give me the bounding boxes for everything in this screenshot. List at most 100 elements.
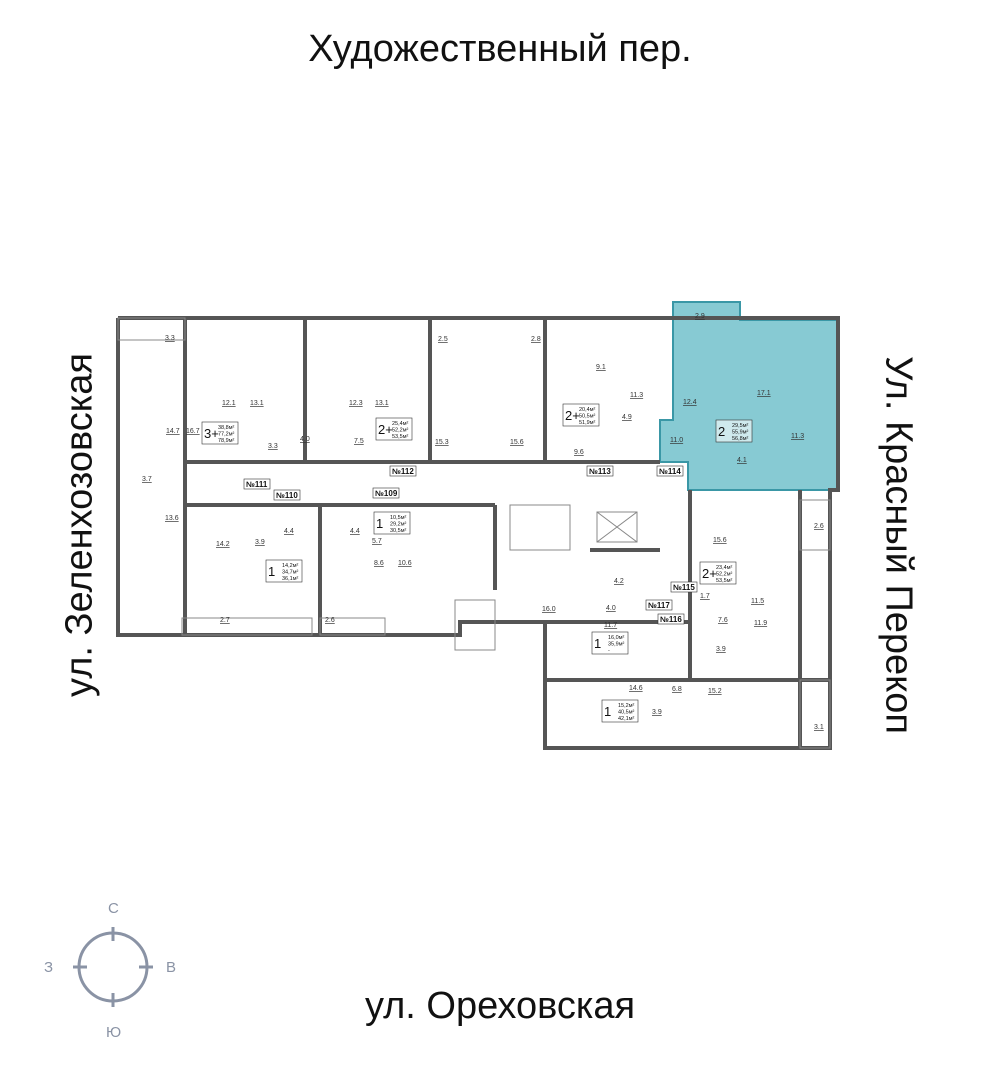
room-area: 12.3 (349, 400, 363, 407)
street-label-bottom: ул. Ореховская (364, 985, 636, 1027)
entrance-number-box (657, 613, 685, 625)
apartment-total-area: 50,5м² (579, 414, 595, 420)
room-area: 12.1 (222, 400, 236, 407)
room-area: 11.7 (604, 622, 617, 629)
compass-south: Ю (106, 1024, 121, 1041)
room-area: 11.0 (670, 437, 683, 444)
apartment-type: 2+ (565, 408, 580, 423)
compass: С В Ю З (44, 900, 176, 1041)
entrance-number-box (670, 581, 698, 593)
entrance-number: №112 (392, 467, 414, 476)
room-area: 4.4 (350, 528, 360, 535)
room-area: 15.3 (435, 439, 449, 446)
apartment-total-with-balcony: 36,1м² (282, 576, 298, 582)
apartment-living-area: 14,2м² (282, 563, 298, 569)
apartment-type: 3+ (204, 426, 219, 441)
compass-east: В (166, 959, 176, 976)
compass-west: З (44, 959, 53, 976)
entrance-number: №117 (648, 601, 670, 610)
room-area: 7.6 (718, 617, 728, 624)
apartment-type: 1 (376, 516, 383, 531)
entrance-number-box (389, 465, 417, 477)
entrance-number: №113 (589, 467, 611, 476)
room-area: 9.1 (596, 364, 606, 371)
room-area: 4.1 (737, 457, 747, 464)
room-area: 11.5 (751, 598, 764, 605)
apartment-badges: 3+38,8м²77,2м²78,9м²2+25,4м²52,2м²53,5м²… (201, 403, 753, 723)
room-area: 7.5 (354, 438, 364, 445)
room-area: 10.6 (398, 560, 412, 567)
entrance-number-box (372, 487, 400, 499)
room-area: 4.0 (606, 605, 616, 612)
room-area: 2.6 (325, 617, 335, 624)
apartment-type: 2+ (378, 422, 393, 437)
apartment-total-area: 52,2м² (716, 572, 732, 578)
apartment-total-with-balcony: 56,8м² (732, 436, 748, 442)
entrance-number: №115 (673, 583, 695, 592)
entrance-number: №109 (375, 489, 398, 498)
room-area: 14.2 (216, 541, 230, 548)
entrance-number-box (645, 599, 673, 611)
building-walls (116, 316, 840, 750)
entrance-number-box (656, 465, 684, 477)
entrance-number: №110 (276, 491, 298, 500)
apartment-total-with-balcony: 42,1м² (618, 716, 634, 722)
apartment-type: 2+ (702, 566, 717, 581)
apartment-living-area: 25,4м² (392, 421, 408, 427)
room-area: 3.9 (652, 709, 662, 716)
room-area: 2.6 (814, 523, 824, 530)
room-area: 16.0 (542, 606, 556, 613)
room-area: 2.7 (220, 617, 230, 624)
entrance-number: №111 (246, 480, 268, 489)
room-area: 3.9 (255, 539, 265, 546)
compass-north: С (108, 900, 119, 917)
apartment-total-area: 77,2м² (218, 432, 234, 438)
apartment-living-area: 38,8м² (218, 425, 234, 431)
room-area: 3.1 (814, 724, 824, 731)
apartment-total-with-balcony: 53,5м² (716, 578, 732, 584)
room-area: 2.8 (531, 336, 541, 343)
room-area: 9.6 (574, 449, 584, 456)
room-area: 4.4 (284, 528, 294, 535)
compass-circle (77, 931, 149, 1003)
room-area: 13.1 (375, 400, 389, 407)
entrance-number: №114 (659, 467, 681, 476)
room-area: 11.3 (791, 433, 804, 440)
apartment-living-area: 16,0м² (608, 635, 624, 641)
room-area: 14.7 (166, 428, 180, 435)
apartment-total-area: 29,2м² (390, 522, 406, 528)
room-area: 16.7 (186, 428, 200, 435)
room-area: 15.6 (510, 439, 524, 446)
apartment-total-with-balcony: 51,9м² (579, 420, 595, 426)
room-area: 13.1 (250, 400, 264, 407)
apartment-living-area: 29,5м² (732, 423, 748, 429)
room-area: 4.9 (622, 414, 632, 421)
room-area: 2.5 (438, 336, 448, 343)
room-area: 15.6 (713, 537, 727, 544)
apartment-type: 2 (718, 424, 725, 439)
room-area: 4.0 (300, 436, 310, 443)
room-area: 6.8 (672, 686, 682, 693)
room-area: 11.9 (754, 620, 767, 627)
highlighted-apartment[interactable] (659, 301, 839, 491)
entrance-number-box (273, 489, 301, 501)
apartment-total-with-balcony: 30,5м² (390, 528, 406, 534)
apartment-total-area: 35,9м² (608, 642, 624, 648)
entrance-number-box (243, 478, 271, 490)
room-area: 15.2 (708, 688, 722, 695)
apartment-living-area: 20,4м² (579, 407, 595, 413)
room-area: 13.6 (165, 515, 179, 522)
entrance-number-box (586, 465, 614, 477)
apartment-type: 1 (594, 636, 601, 651)
